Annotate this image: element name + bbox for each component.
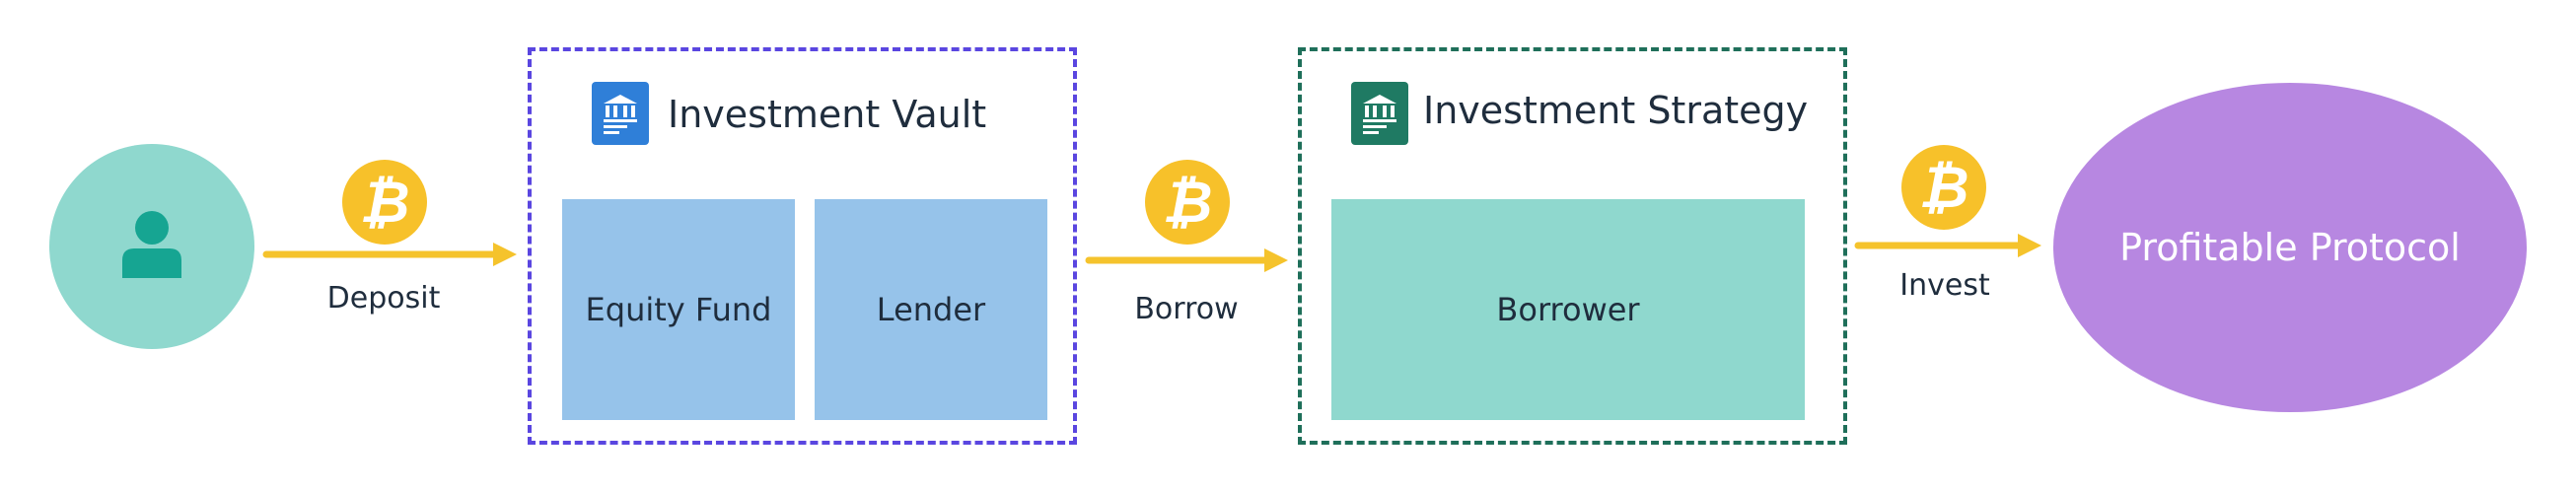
bank-icon	[592, 82, 649, 145]
bitcoin-icon: ₿	[342, 160, 427, 245]
edge-label-borrow: Borrow	[1134, 292, 1239, 326]
investment-vault-title: Investment Vault	[668, 93, 987, 136]
investment-vault-box	[528, 47, 1077, 445]
edge-label-invest: Invest	[1899, 268, 1990, 303]
bitcoin-icon: ₿	[1145, 160, 1230, 245]
strategy-cell-borrower: Borrower	[1331, 199, 1805, 420]
bitcoin-icon: ₿	[1901, 145, 1986, 230]
user-node	[49, 144, 254, 349]
user-icon	[122, 211, 181, 278]
investment-strategy-box	[1298, 47, 1847, 445]
investment-strategy-title: Investment Strategy	[1423, 89, 1809, 132]
edge-label-deposit: Deposit	[326, 281, 441, 316]
profitable-protocol-node: Profitable Protocol	[2053, 83, 2527, 412]
arrow-invest	[1854, 234, 2041, 257]
arrow-deposit	[262, 243, 517, 266]
vault-cell-lender: Lender	[815, 199, 1047, 420]
vault-cell-equity-fund: Equity Fund	[562, 199, 795, 420]
bank-icon	[1351, 82, 1408, 145]
arrow-borrow	[1085, 248, 1288, 272]
profitable-protocol-label: Profitable Protocol	[2119, 226, 2461, 269]
